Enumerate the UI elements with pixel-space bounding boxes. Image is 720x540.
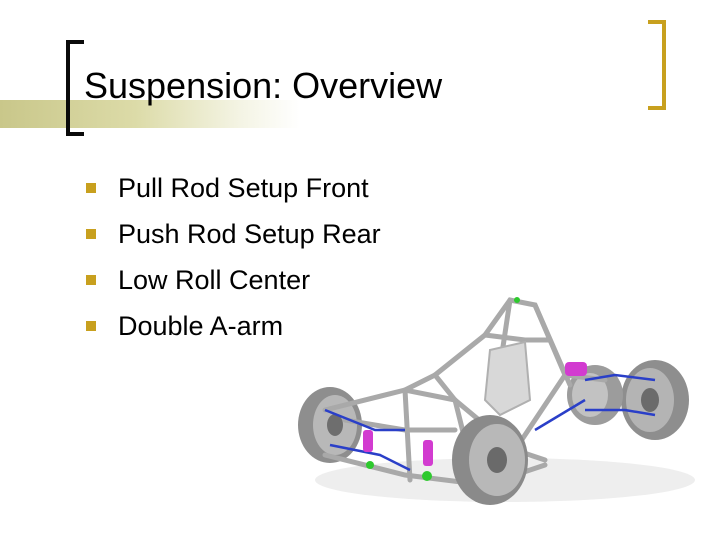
slide-title: Suspension: Overview — [84, 65, 443, 106]
bullet-square-icon — [86, 229, 96, 239]
bullet-text: Double A-arm — [118, 310, 284, 341]
bullet-item: Double A-arm — [86, 303, 381, 349]
bullet-item: Low Roll Center — [86, 257, 381, 303]
bullet-square-icon — [86, 275, 96, 285]
bullet-text: Low Roll Center — [118, 264, 311, 295]
front-wheel-near — [452, 415, 528, 505]
pull-rod-links — [366, 297, 520, 481]
suspension-arms — [324, 373, 656, 472]
bullet-square-icon — [86, 183, 96, 193]
title-accent-band — [0, 100, 300, 128]
bullet-text: Pull Rod Setup Front — [118, 172, 369, 203]
bullet-list: Pull Rod Setup Front Push Rod Setup Rear… — [86, 165, 381, 349]
left-bracket-decoration — [66, 40, 84, 136]
bullet-square-icon — [86, 321, 96, 331]
bullet-text: Push Rod Setup Rear — [118, 218, 381, 249]
bullet-item: Push Rod Setup Rear — [86, 211, 381, 257]
car-chassis-image — [298, 297, 695, 505]
right-bracket-decoration — [648, 20, 666, 110]
front-wheel-far — [298, 387, 362, 463]
shock-absorbers — [363, 362, 587, 466]
rear-wheel-far — [621, 360, 689, 440]
bullet-item: Pull Rod Setup Front — [86, 165, 381, 211]
seat — [483, 340, 532, 417]
